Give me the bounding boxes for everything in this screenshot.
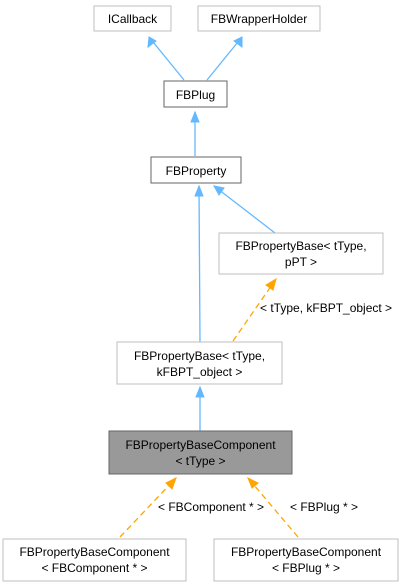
node-label-line1: FBPropertyBaseComponent xyxy=(19,545,170,559)
node-label-line2: kFBPT_object > xyxy=(157,365,243,379)
node-fbproperty[interactable]: FBProperty xyxy=(150,156,242,184)
node-fbpropertybasecomponent[interactable]: FBPropertyBaseComponent < tType > xyxy=(108,430,293,475)
node-label-line2: < FBComponent * > xyxy=(41,561,147,575)
arrowhead-icon xyxy=(165,476,177,490)
arrowhead-icon xyxy=(265,277,277,291)
template-edges xyxy=(119,277,299,538)
node-icallback[interactable]: ICallback xyxy=(93,5,172,32)
node-label-line1: FBPropertyBase< tType, xyxy=(235,239,366,253)
node-fbpropertybase-kfbpt[interactable]: FBPropertyBase< tType, kFBPT_object > xyxy=(116,341,283,385)
node-label-line2: pPT > xyxy=(285,255,317,269)
node-fbwrapperholder[interactable]: FBWrapperHolder xyxy=(197,5,321,32)
node-label: FBWrapperHolder xyxy=(211,12,307,26)
node-fbpbc-fbplug[interactable]: FBPropertyBaseComponent < FBPlug * > xyxy=(213,538,399,582)
edge-labels: < tType, kFBPT_object > < FBComponent * … xyxy=(158,301,392,514)
arrowhead-icon xyxy=(213,185,225,196)
node-label-line1: FBPropertyBaseComponent xyxy=(125,438,276,452)
node-label-line1: FBPropertyBaseComponent xyxy=(231,545,382,559)
node-label: ICallback xyxy=(108,12,158,26)
edge-label-fbcomponent: < FBComponent * > xyxy=(158,500,264,514)
node-fbplug[interactable]: FBPlug xyxy=(163,80,228,108)
node-label: FBPlug xyxy=(176,88,215,102)
node-label: FBProperty xyxy=(166,164,227,178)
arrowhead-icon xyxy=(194,184,204,197)
edge-label-tkfbpt: < tType, kFBPT_object > xyxy=(260,301,392,315)
inheritance-edges xyxy=(147,36,276,431)
arrowhead-icon xyxy=(147,36,157,49)
node-label-line2: < tType > xyxy=(175,454,225,468)
node-label-line2: < FBPlug * > xyxy=(272,561,340,575)
arrowhead-icon xyxy=(247,476,259,489)
edge-label-fbplug: < FBPlug * > xyxy=(290,500,358,514)
arrowhead-icon xyxy=(195,385,205,398)
node-label-line1: FBPropertyBase< tType, xyxy=(134,349,265,363)
node-fbpbc-fbcomponent[interactable]: FBPropertyBaseComponent < FBComponent * … xyxy=(2,538,187,582)
arrowhead-icon xyxy=(190,110,200,123)
node-fbpropertybase-ppt[interactable]: FBPropertyBase< tType, pPT > xyxy=(218,232,384,275)
arrowhead-icon xyxy=(233,36,243,48)
